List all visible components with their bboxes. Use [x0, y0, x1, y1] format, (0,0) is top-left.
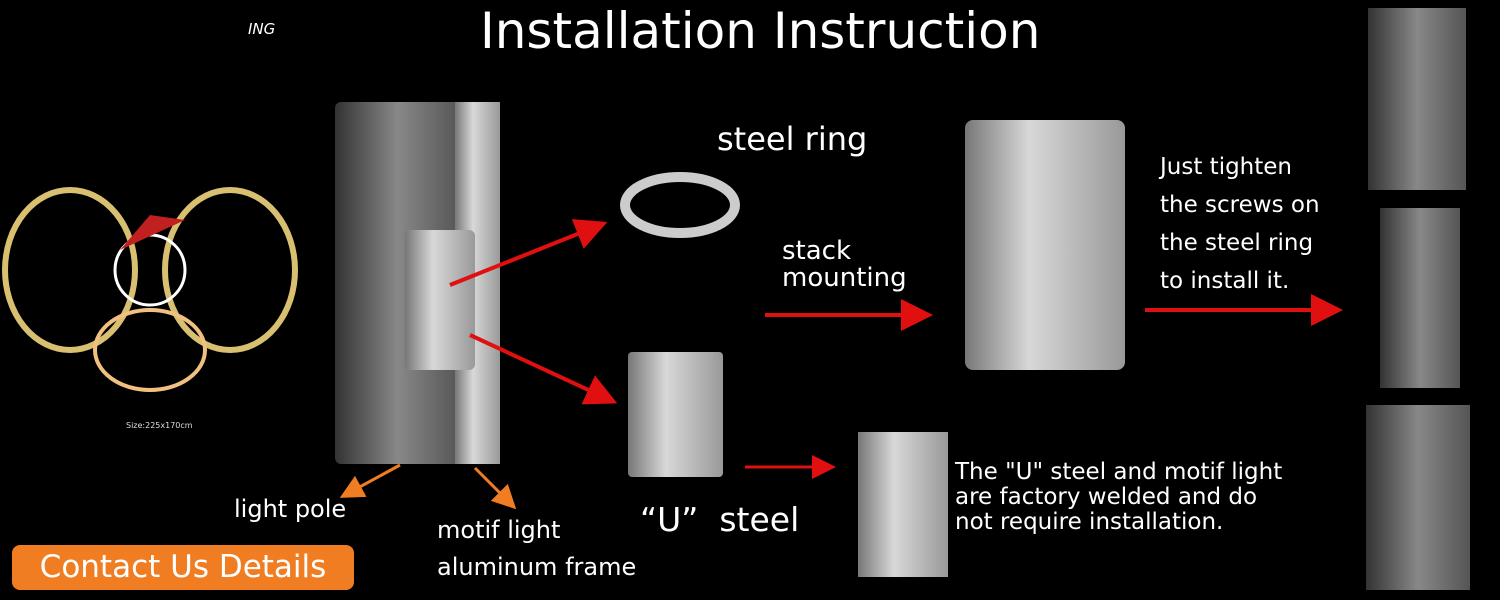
motif-frame-label: motif light aluminum frame [437, 516, 637, 581]
tighten-instruction: Just tighten the screws on the steel rin… [1160, 154, 1320, 294]
result-image-2 [1380, 208, 1460, 388]
welded-u-steel-image [858, 432, 948, 577]
product-size-text: Size:225x170cm [126, 421, 193, 430]
bracket-with-rings-image [965, 120, 1125, 370]
stack-mounting-label: stack mounting [782, 236, 907, 293]
arrow-frame [473, 466, 517, 510]
contact-us-button[interactable]: Contact Us Details [12, 545, 354, 590]
welded-note: The "U" steel and motif light are factor… [955, 459, 1283, 535]
arrow-to-ring [449, 219, 608, 287]
steel-ring-image [620, 172, 740, 238]
brand-logo: ING [248, 20, 276, 38]
u-steel-label: “U” steel [640, 500, 800, 539]
result-image-3 [1366, 405, 1470, 590]
u-steel-mounted-image [405, 230, 475, 370]
u-steel-image [628, 352, 723, 477]
steel-ring-label: steel ring [717, 120, 868, 158]
arrow-pole [339, 463, 401, 498]
page-title: Installation Instruction [480, 2, 1041, 60]
result-image-1 [1368, 8, 1466, 190]
light-pole-label: light pole [234, 495, 347, 523]
arrow-to-u-steel [469, 333, 618, 405]
santa-motif-light-image [2, 187, 298, 392]
